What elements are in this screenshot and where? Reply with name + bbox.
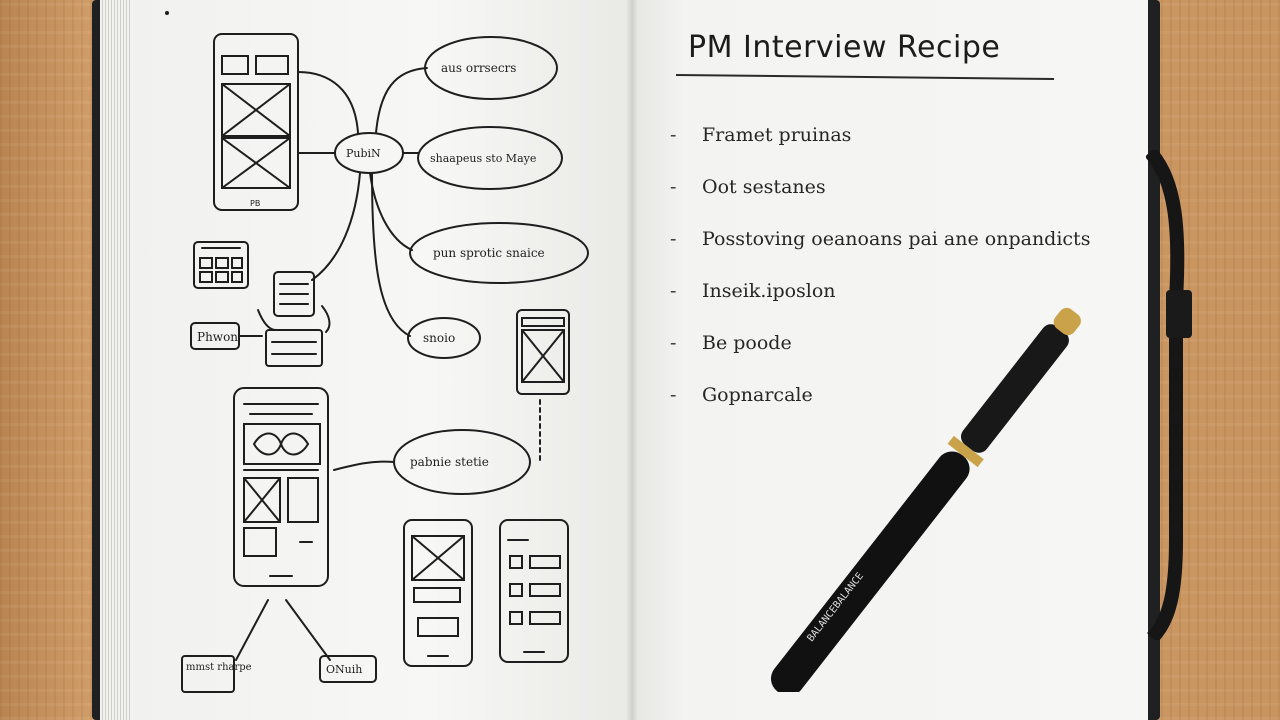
list-bullet: - — [670, 228, 677, 250]
bubble-2-text: shaapeus sto Maye — [430, 152, 536, 165]
grid-card-sketch — [193, 241, 249, 289]
pen: BALANCEBALANCE — [770, 307, 1081, 692]
notebook-gutter — [626, 0, 638, 720]
page-edges — [100, 0, 132, 720]
list-item: - Inseik.iposlon — [670, 280, 1090, 332]
list-bullet: - — [670, 332, 677, 354]
list-item: - Framet pruinas — [670, 124, 1090, 176]
left-page-sketches: PB PubiN aus orrsecrs shaapeus sto Maye … — [0, 0, 640, 720]
list-bullet: - — [670, 124, 677, 146]
list-bullet: - — [670, 280, 677, 302]
pen-ring — [947, 435, 984, 468]
list-item-text: Inseik.iposlon — [702, 280, 836, 302]
list-item: - Oot sestanes — [670, 176, 1090, 228]
list-item-text: Oot sestanes — [702, 176, 826, 198]
list-bullet: - — [670, 176, 677, 198]
phone-wireframe-5 — [499, 519, 569, 663]
list-bullet: - — [670, 384, 677, 406]
page-title: PM Interview Recipe — [688, 30, 1001, 65]
pen-tip — [1053, 307, 1081, 336]
elastic-strap — [1146, 150, 1192, 640]
list-item: - Gopnarcale — [670, 384, 1090, 436]
bubble-2 — [417, 126, 563, 190]
phone-wireframe-2 — [516, 309, 570, 461]
right-page — [632, 0, 1148, 720]
bubble-4 — [407, 317, 481, 359]
recipe-list: - Framet pruinas - Oot sestanes - Posstovin… — [670, 124, 1090, 436]
small-label-2: mmst rharpe — [186, 662, 252, 673]
list-item: - Posstoving oeanoans pai ane onpandicts — [670, 228, 1090, 280]
list-item: - Be poode — [670, 332, 1090, 384]
pen-cap — [770, 451, 970, 692]
bubble-4-text: snoio — [423, 331, 455, 345]
small-label-1: Phwon — [197, 330, 238, 344]
bottom-label-box-2 — [319, 655, 377, 683]
bubble-5-text: pabnie stetie — [410, 455, 489, 469]
bubble-3-text: pun sprotic snaice — [433, 246, 545, 260]
phone-wireframe-3 — [233, 387, 329, 587]
phone-label: PB — [250, 199, 260, 208]
bubble-1-text: aus orrsecrs — [441, 61, 516, 75]
phone-wireframe-1 — [213, 33, 299, 211]
center-node-label: PubiN — [346, 147, 381, 160]
list-item-text: Posstoving oeanoans pai ane onpandicts — [702, 228, 1091, 250]
phone-wireframe-4 — [403, 519, 473, 667]
strap-clip — [1166, 290, 1192, 338]
small-label-3: ONuih — [326, 663, 362, 676]
list-item-text: Gopnarcale — [702, 384, 813, 406]
list-item-text: Be poode — [702, 332, 792, 354]
person-with-device-sketch — [257, 271, 331, 367]
list-item-text: Framet pruinas — [702, 124, 852, 146]
bubble-1 — [424, 36, 558, 100]
bottom-label-box-1 — [181, 655, 235, 693]
bubble-3 — [409, 222, 589, 284]
pen-body — [960, 324, 1069, 453]
